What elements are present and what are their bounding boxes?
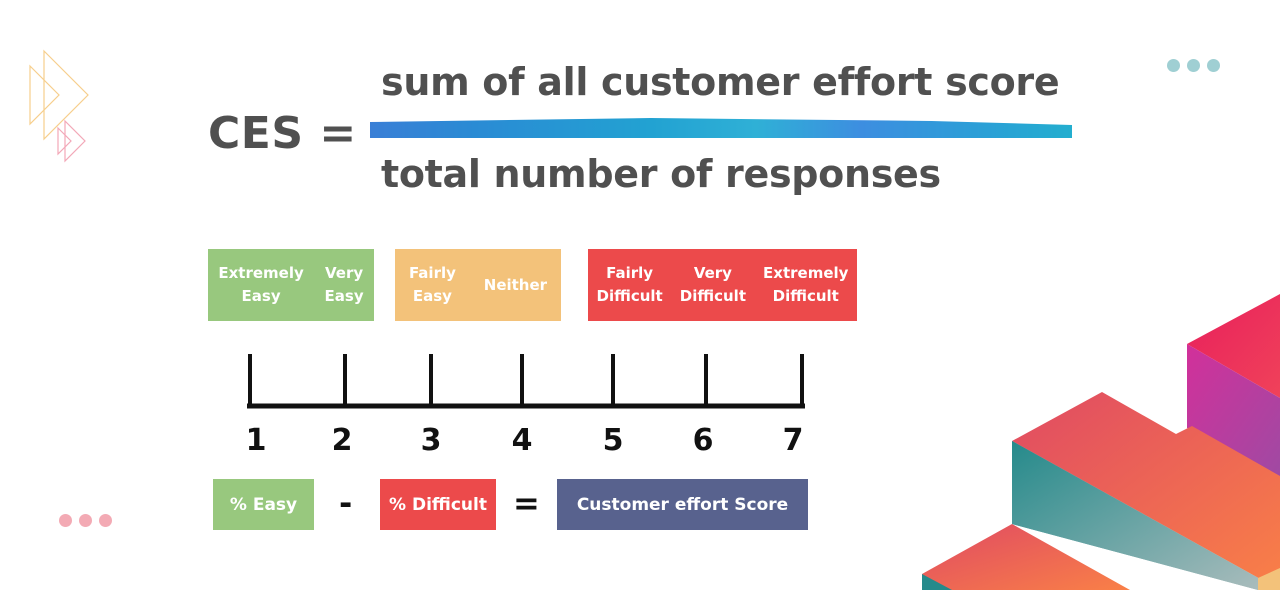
scale-tick-1: 1 (245, 423, 267, 458)
isometric-steps-decoration-icon (922, 294, 1280, 590)
dot-icon (99, 514, 112, 527)
category-label: Easy (324, 287, 364, 305)
triangles-decoration-icon (29, 49, 89, 163)
category-neither: Neither (484, 274, 547, 297)
category-label: Extremely (218, 264, 304, 282)
category-label: Difficult (596, 287, 663, 305)
dot-icon (1207, 59, 1220, 72)
ces-formula-label: CES = (208, 108, 357, 159)
rating-scale-ruler (247, 354, 805, 409)
customer-effort-score-box: Customer effort Score (557, 479, 808, 530)
equals-operator: = (513, 484, 540, 522)
dot-icon (79, 514, 92, 527)
difficult-category-box: Fairly Difficult Very Difficult Extremel… (588, 249, 857, 321)
category-label: Difficult (772, 287, 839, 305)
neutral-category-box: Fairly Easy Neither (395, 249, 561, 321)
category-very-difficult: Very Difficult (680, 262, 746, 308)
dot-icon (1167, 59, 1180, 72)
category-label: Difficult (679, 287, 746, 305)
category-label: Fairly (606, 264, 654, 282)
minus-operator: - (339, 484, 353, 522)
percent-easy-box: % Easy (213, 479, 314, 530)
category-label: Neither (483, 275, 548, 294)
category-label: Fairly (408, 264, 456, 282)
scale-tick-7: 7 (782, 423, 804, 458)
scale-tick-2: 2 (331, 423, 353, 458)
dots-decoration-bottom-left (59, 514, 112, 527)
percent-difficult-box: % Difficult (380, 479, 496, 530)
formula-numerator: sum of all customer effort score (381, 60, 1060, 104)
fraction-bar (370, 118, 1072, 138)
category-label: Easy (412, 287, 452, 305)
dot-icon (59, 514, 72, 527)
category-fairly-difficult: Fairly Difficult (597, 262, 663, 308)
category-label: Very (693, 264, 732, 282)
category-extremely-difficult: Extremely Difficult (763, 262, 848, 308)
scale-tick-5: 5 (602, 423, 624, 458)
category-label: Very (325, 264, 364, 282)
category-extremely-easy: Extremely Easy (218, 262, 303, 308)
easy-category-box: Extremely Easy Very Easy (208, 249, 374, 321)
scale-tick-3: 3 (420, 423, 442, 458)
category-label: Extremely (763, 264, 849, 282)
dot-icon (1187, 59, 1200, 72)
category-fairly-easy: Fairly Easy (409, 262, 456, 308)
scale-tick-4: 4 (511, 423, 533, 458)
category-label: Easy (241, 287, 281, 305)
dots-decoration-top-right (1167, 59, 1220, 72)
category-very-easy: Very Easy (325, 262, 364, 308)
formula-denominator: total number of responses (381, 152, 941, 196)
scale-tick-6: 6 (692, 423, 714, 458)
